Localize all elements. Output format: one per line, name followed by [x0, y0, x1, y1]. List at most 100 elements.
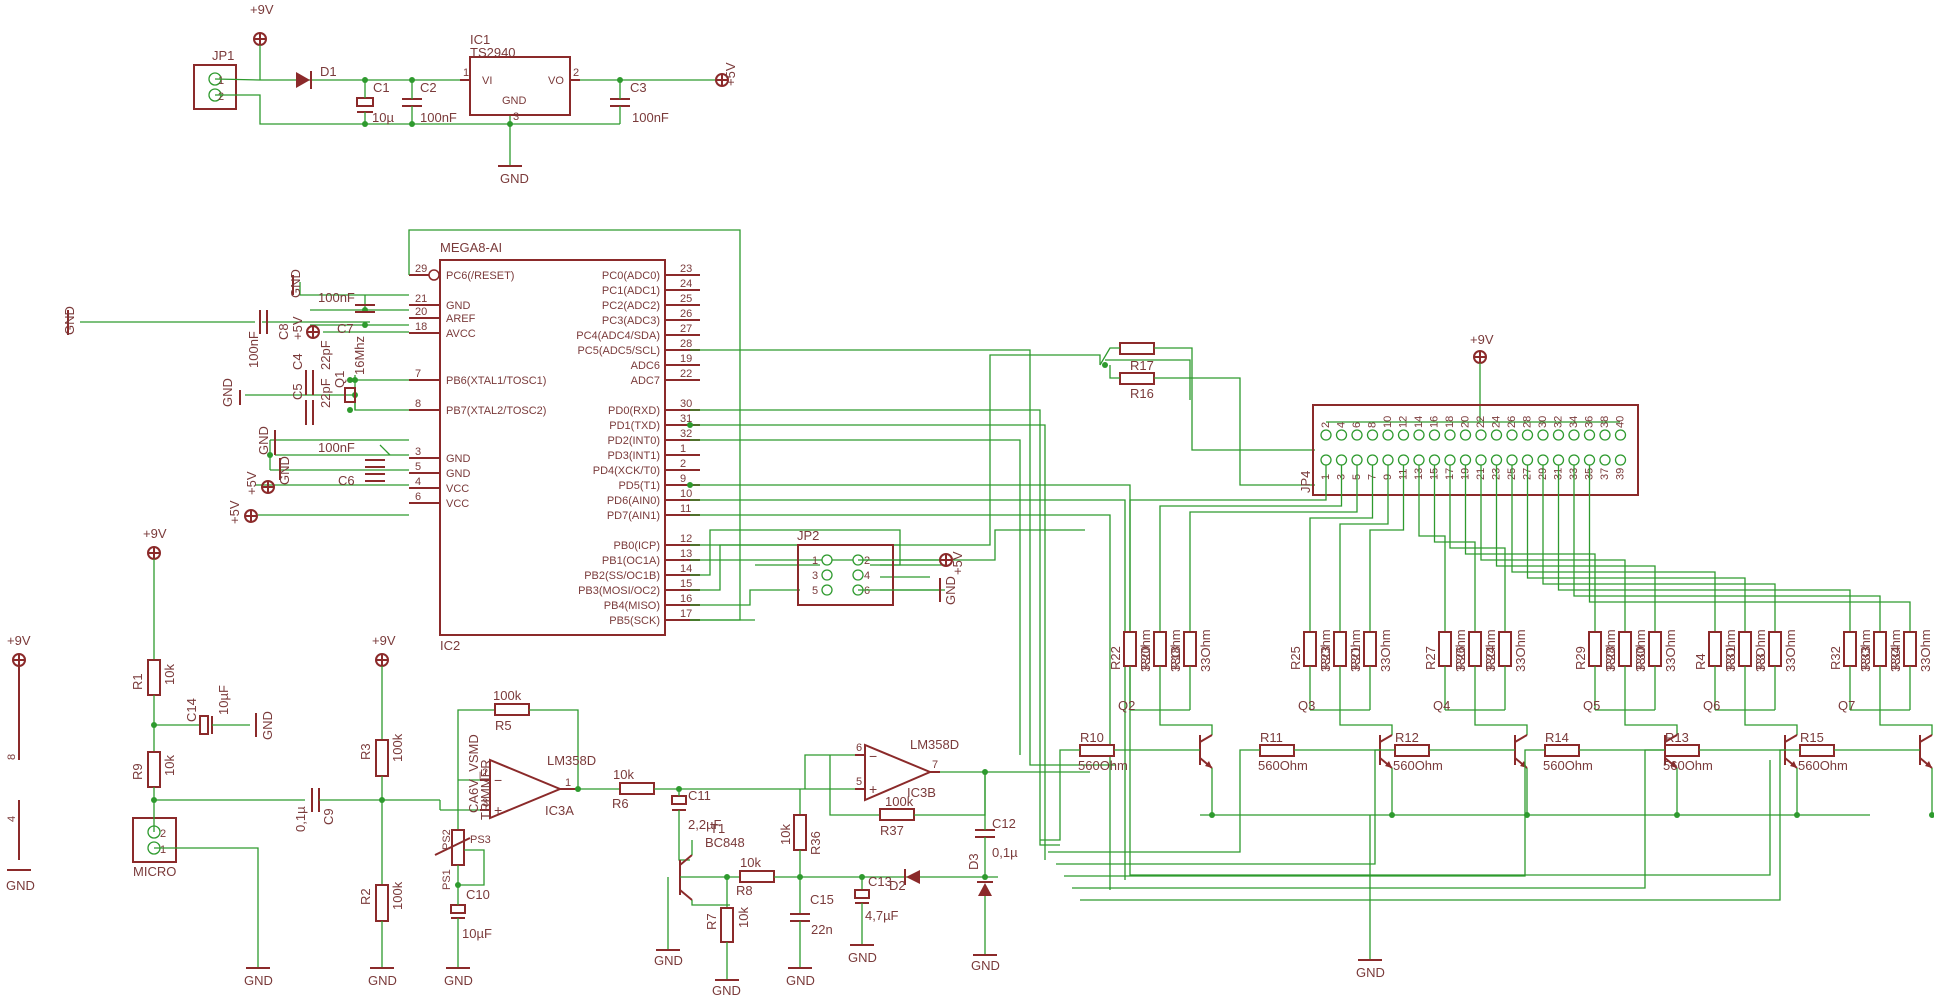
resistor-r17[interactable]: [1119, 342, 1155, 355]
diode-d1-symbol[interactable]: [296, 72, 310, 88]
jp4-pin[interactable]: [1490, 454, 1503, 466]
capacitor-c13[interactable]: [854, 889, 870, 899]
svg-text:+5V: +5V: [723, 62, 738, 86]
jp4-pin[interactable]: [1413, 429, 1425, 441]
trimmer-ps[interactable]: [451, 829, 465, 866]
jp4-pin[interactable]: [1614, 454, 1627, 466]
resistor-base[interactable]: [1799, 744, 1835, 757]
svg-text:D2: D2: [889, 878, 906, 893]
resistor-led[interactable]: [1873, 631, 1887, 667]
resistor-led[interactable]: [1843, 631, 1857, 667]
jp4-pin[interactable]: [1537, 454, 1549, 466]
resistor-base[interactable]: [1259, 744, 1295, 757]
svg-text:GND: GND: [62, 306, 77, 335]
jp4-pin[interactable]: [1459, 454, 1472, 466]
capacitor-c14[interactable]: [199, 715, 209, 735]
resistor-r37[interactable]: [879, 808, 915, 821]
resistor-led[interactable]: [1363, 631, 1377, 667]
resistor-led[interactable]: [1438, 631, 1452, 667]
jp4-pin[interactable]: [1397, 429, 1410, 441]
resistor-led[interactable]: [1303, 631, 1317, 667]
resistor-led[interactable]: [1768, 631, 1782, 667]
jp4-pin[interactable]: [1614, 429, 1627, 441]
resistor-led[interactable]: [1153, 631, 1167, 667]
resistor-r36[interactable]: [793, 814, 807, 851]
resistor-led[interactable]: [1333, 631, 1347, 667]
resistor-r7[interactable]: [720, 907, 734, 943]
jp4-pin[interactable]: [1366, 454, 1379, 466]
jp4-pin[interactable]: [1444, 454, 1456, 466]
mcu-body[interactable]: [439, 259, 666, 636]
capacitor-c1[interactable]: [356, 97, 374, 107]
resistor-base[interactable]: [1664, 744, 1700, 757]
crystal-q1[interactable]: [344, 387, 356, 403]
jp4-pin[interactable]: [1459, 429, 1472, 441]
jp4-pin[interactable]: [1521, 429, 1534, 441]
jp4-pin[interactable]: [1428, 429, 1441, 441]
resistor-base[interactable]: [1079, 744, 1115, 757]
jp4-pin[interactable]: [1537, 429, 1549, 441]
opamp-ic3a[interactable]: [489, 758, 563, 820]
mcu-pin-label: PC4(ADC4/SDA): [576, 330, 660, 342]
capacitor-c10[interactable]: [450, 904, 466, 914]
diode-d2-symbol[interactable]: [906, 870, 920, 884]
jp4-pin[interactable]: [1599, 454, 1611, 466]
resistor-led[interactable]: [1618, 631, 1632, 667]
jp4-pin[interactable]: [1521, 454, 1534, 466]
jp4-pin[interactable]: [1568, 429, 1580, 441]
resistor-r2[interactable]: [375, 884, 389, 922]
jp4-pin[interactable]: [1428, 454, 1441, 466]
jp4-pin[interactable]: [1351, 454, 1363, 466]
jp4-pin[interactable]: [1444, 429, 1456, 441]
jp4-pin[interactable]: [1320, 429, 1332, 441]
jp4-pin[interactable]: [1413, 454, 1425, 466]
resistor-led[interactable]: [1183, 631, 1197, 667]
regulator-ic1[interactable]: [469, 56, 571, 116]
jp4-pin[interactable]: [1366, 429, 1379, 441]
jp4-pin[interactable]: [1552, 454, 1565, 466]
jp4-pin[interactable]: [1583, 454, 1596, 466]
jp4-pin[interactable]: [1475, 454, 1487, 466]
resistor-base[interactable]: [1544, 744, 1580, 757]
jp4-pin[interactable]: [1599, 429, 1611, 441]
jp4-pin[interactable]: [1351, 429, 1363, 441]
resistor-r1[interactable]: [147, 659, 161, 696]
jp4-body[interactable]: [1312, 404, 1639, 496]
jp2-body[interactable]: [797, 544, 894, 606]
resistor-led[interactable]: [1588, 631, 1602, 667]
resistor-led[interactable]: [1498, 631, 1512, 667]
resistor-base[interactable]: [1394, 744, 1430, 757]
resistor-r16[interactable]: [1119, 372, 1155, 385]
resistor-r8[interactable]: [739, 870, 775, 883]
jp2-connector: JP2 1 2 3 4 5 6 +5V GND: [797, 528, 965, 606]
resistor-r3[interactable]: [375, 739, 389, 777]
jp4-pin[interactable]: [1568, 454, 1580, 466]
resistor-led[interactable]: [1903, 631, 1917, 667]
jp4-pin[interactable]: [1583, 429, 1596, 441]
resistor-r6[interactable]: [619, 782, 655, 795]
jp4-pin[interactable]: [1382, 454, 1394, 466]
jp4-pin[interactable]: [1382, 429, 1394, 441]
jp4-pin[interactable]: [1335, 429, 1348, 441]
jp4-pin[interactable]: [1552, 429, 1565, 441]
svg-text:GND: GND: [712, 983, 741, 998]
capacitor-c11[interactable]: [671, 795, 687, 805]
jp4-pin[interactable]: [1335, 454, 1348, 466]
jp4-pin[interactable]: [1320, 454, 1332, 466]
jp4-pin[interactable]: [1490, 429, 1503, 441]
opamp-ic3b[interactable]: [864, 743, 933, 802]
jp4-pin[interactable]: [1475, 429, 1487, 441]
jp4-pin[interactable]: [1506, 454, 1518, 466]
svg-text:100nF: 100nF: [246, 331, 261, 368]
resistor-r9[interactable]: [147, 751, 161, 788]
resistor-led[interactable]: [1648, 631, 1662, 667]
resistor-led[interactable]: [1468, 631, 1482, 667]
jp4-pin[interactable]: [1506, 429, 1518, 441]
jp1-connector[interactable]: [193, 64, 237, 110]
resistor-led[interactable]: [1738, 631, 1752, 667]
resistor-r5[interactable]: [494, 703, 530, 716]
resistor-led[interactable]: [1123, 631, 1137, 667]
diode-d3-symbol[interactable]: [978, 883, 992, 896]
jp4-pin[interactable]: [1397, 454, 1410, 466]
resistor-led[interactable]: [1708, 631, 1722, 667]
